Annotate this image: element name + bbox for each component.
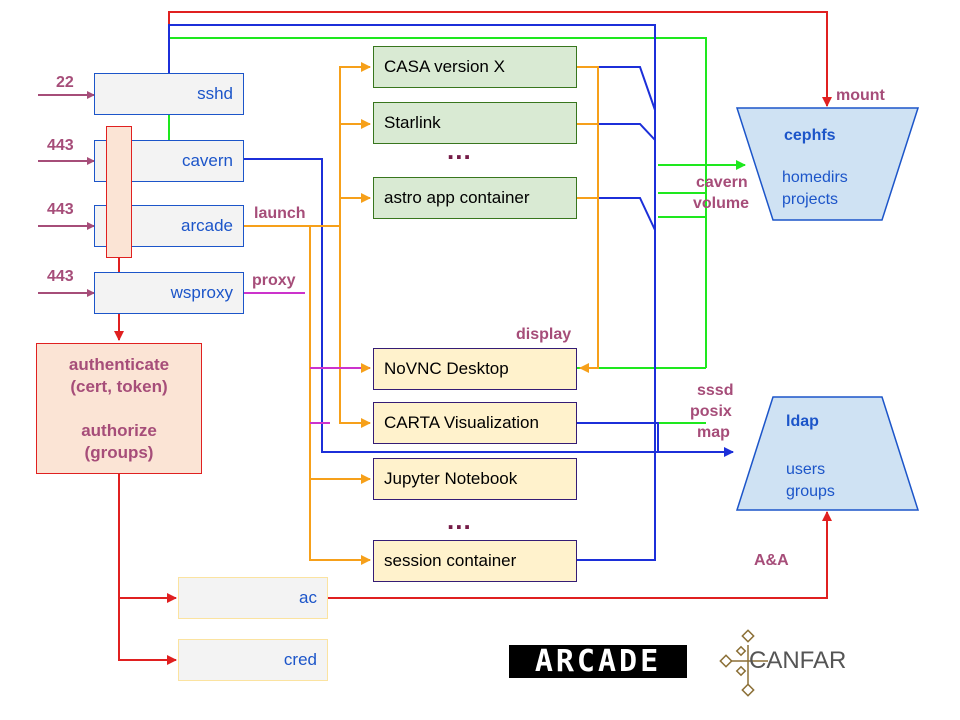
cavern-label: cavern: [181, 151, 233, 170]
session-carta-label: CARTA Visualization: [384, 413, 539, 432]
session-generic-label: session container: [384, 551, 517, 570]
posix-label: posix: [690, 403, 732, 420]
cephfs-title: cephfs: [784, 127, 836, 144]
sshd-box: sshd: [94, 73, 244, 115]
ldap-title: ldap: [786, 413, 819, 430]
cred-label: cred: [283, 650, 317, 669]
ldap-item-groups: groups: [786, 483, 835, 500]
map-label: map: [697, 424, 730, 441]
cephfs-item-projects: projects: [782, 191, 839, 208]
display-label: display: [516, 326, 572, 343]
mount-label: mount: [836, 87, 885, 104]
app-starlink: Starlink: [373, 102, 577, 144]
port-label-cavern: 443: [47, 137, 74, 154]
auth-line-authenticate: authenticate: [68, 354, 170, 374]
ac-label: ac: [299, 588, 317, 607]
sshd-label: sshd: [197, 84, 233, 103]
port-label-arcade: 443: [47, 201, 74, 218]
port-label-sshd: 22: [56, 74, 74, 91]
sssd-label: sssd: [697, 382, 734, 399]
arcade-logo: ARCADE: [509, 645, 687, 678]
auth-box: authenticate (cert, token) authorize (gr…: [36, 343, 202, 474]
cavern-volume-label-2: volume: [693, 195, 750, 212]
auth-line-authorize: authorize: [81, 420, 157, 440]
session-novnc-label: NoVNC Desktop: [384, 359, 509, 378]
auth-line-cert-token: (cert, token): [70, 376, 168, 396]
cephfs-item-homedirs: homedirs: [782, 169, 848, 186]
app-casa: CASA version X: [373, 46, 577, 88]
ldap-shape: [735, 396, 920, 511]
apps-ellipsis: ...: [447, 135, 472, 165]
session-novnc: NoVNC Desktop: [373, 348, 577, 390]
app-starlink-label: Starlink: [384, 113, 441, 132]
wsproxy-box: wsproxy: [94, 272, 244, 314]
cavern-volume-label-1: cavern: [696, 174, 748, 191]
auth-line-groups: (groups): [84, 442, 154, 462]
app-casa-label: CASA version X: [384, 57, 505, 76]
launch-label: launch: [254, 205, 306, 222]
app-astro: astro app container: [373, 177, 577, 219]
ac-box: ac: [178, 577, 328, 619]
canfar-logo-icon: [719, 629, 768, 697]
session-jupyter-label: Jupyter Notebook: [384, 469, 518, 488]
arcade-label: arcade: [181, 216, 233, 235]
cred-box: cred: [178, 639, 328, 681]
cephfs-shape: [735, 107, 920, 221]
session-carta: CARTA Visualization: [373, 402, 577, 444]
auth-gateway-bar: [106, 126, 132, 258]
session-generic: session container: [373, 540, 577, 582]
app-astro-label: astro app container: [384, 188, 530, 207]
port-label-wsproxy: 443: [47, 268, 74, 285]
ldap-item-users: users: [786, 461, 826, 478]
wsproxy-label: wsproxy: [170, 283, 233, 302]
session-jupyter: Jupyter Notebook: [373, 458, 577, 500]
canfar-logo-text: CANFAR: [749, 647, 847, 674]
aa-label: A&A: [754, 552, 789, 569]
proxy-label: proxy: [252, 272, 296, 289]
sessions-ellipsis: ...: [447, 505, 472, 535]
